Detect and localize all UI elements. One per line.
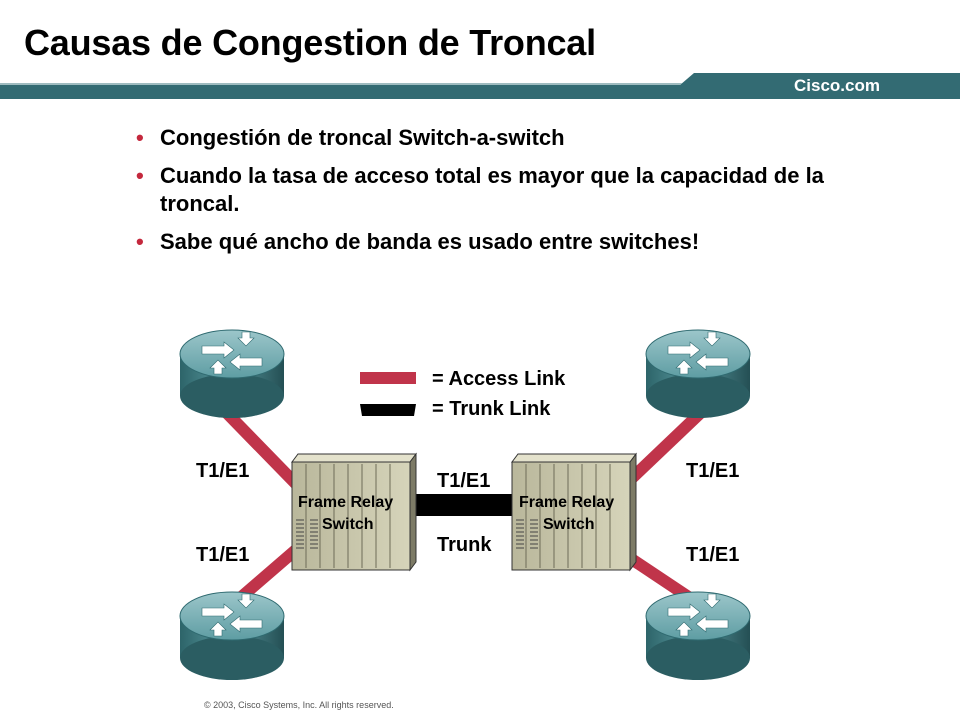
bullet-list: • Congestión de troncal Switch-a-switch … (136, 124, 856, 266)
slide-title: Causas de Congestion de Troncal (24, 22, 596, 63)
frame-relay-switch-icon-left (291, 453, 417, 571)
bullet-item: • Congestión de troncal Switch-a-switch (136, 124, 856, 152)
link-label-left-bottom: T1/E1 (196, 544, 250, 566)
router-icon-bottom-right (645, 591, 751, 681)
switch-left-label-line1: Frame Relay (298, 494, 394, 511)
bullet-text: Cuando la tasa de acceso total es mayor … (160, 163, 824, 216)
header-bar (0, 73, 960, 99)
bullet-text: Congestión de troncal Switch-a-switch (160, 125, 565, 150)
bullet-text: Sabe qué ancho de banda es usado entre s… (160, 229, 700, 254)
copyright-footer: © 2003, Cisco Systems, Inc. All rights r… (204, 700, 394, 710)
bullet-dot: • (136, 163, 144, 188)
link-label-right-bottom: T1/E1 (686, 544, 740, 566)
router-icon-top-left (179, 329, 285, 419)
link-label-left-top: T1/E1 (196, 460, 250, 482)
legend-access-swatch (360, 372, 416, 384)
trunk-speed-label: T1/E1 (437, 470, 491, 492)
frame-relay-switch-icon-right (511, 453, 637, 571)
trunk-link (410, 494, 516, 516)
trunk-label: Trunk (437, 534, 492, 556)
link-label-right-top: T1/E1 (686, 460, 740, 482)
switch-right-label-line1: Frame Relay (519, 494, 615, 511)
bullet-item: • Cuando la tasa de acceso total es mayo… (136, 162, 856, 218)
legend-trunk-swatch (360, 404, 416, 416)
router-icon-top-right (645, 329, 751, 419)
legend-access-label: = Access Link (432, 368, 566, 390)
switch-left-label-line2: Switch (322, 516, 374, 533)
legend-trunk-label: = Trunk Link (432, 398, 551, 420)
bullet-item: • Sabe qué ancho de banda es usado entre… (136, 228, 856, 256)
cisco-brand: Cisco.com (794, 76, 880, 95)
bullet-dot: • (136, 229, 144, 254)
switch-right-label-line2: Switch (543, 516, 595, 533)
bullet-dot: • (136, 125, 144, 150)
router-icon-bottom-left (179, 591, 285, 681)
